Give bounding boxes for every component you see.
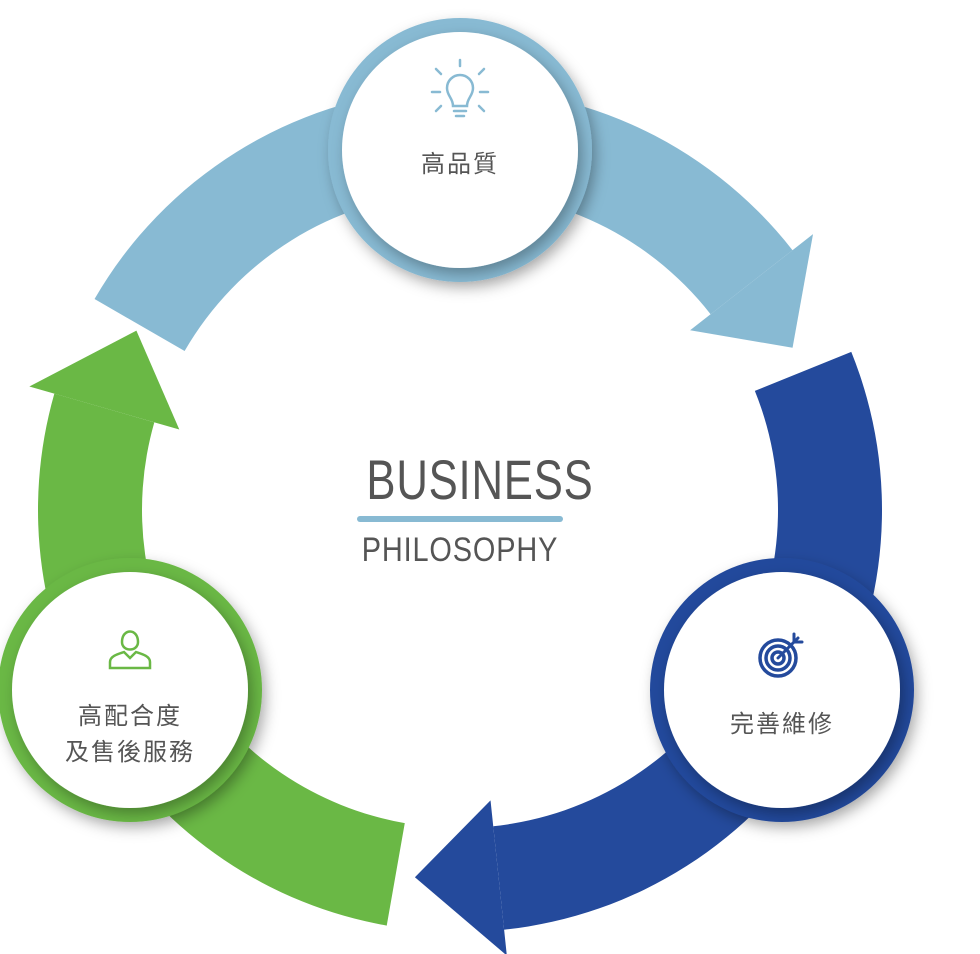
node-maintenance (650, 558, 914, 822)
arrow-quality-body (94, 88, 793, 351)
title-business: BUSINESS (366, 448, 594, 511)
arrow-service-head (29, 330, 180, 430)
node-service (0, 558, 262, 822)
node-label-service: 高配合度 及售後服務 (40, 698, 220, 770)
node-service-face (12, 572, 248, 808)
arrow-maintenance-body (493, 351, 883, 930)
person-icon (108, 630, 152, 670)
node-label-quality: 高品質 (421, 150, 499, 178)
node-label-service-line2: 及售後服務 (65, 738, 195, 766)
node-label-maintenance: 完善維修 (730, 710, 834, 738)
lightbulb-icon (430, 58, 490, 118)
node-label-service-line1: 高配合度 (78, 702, 182, 730)
arrow-service-body (37, 393, 405, 926)
arrow-quality-head (690, 234, 814, 348)
node-maintenance-face (664, 572, 900, 808)
title-divider (357, 516, 563, 522)
center-title: BUSINESS PHILOSOPHY (340, 448, 594, 570)
node-quality-face (342, 32, 578, 268)
arrow-maintenance-head (414, 800, 507, 954)
subtitle-philosophy: PHILOSOPHY (361, 531, 559, 569)
target-icon (758, 632, 804, 678)
node-quality (328, 18, 592, 282)
